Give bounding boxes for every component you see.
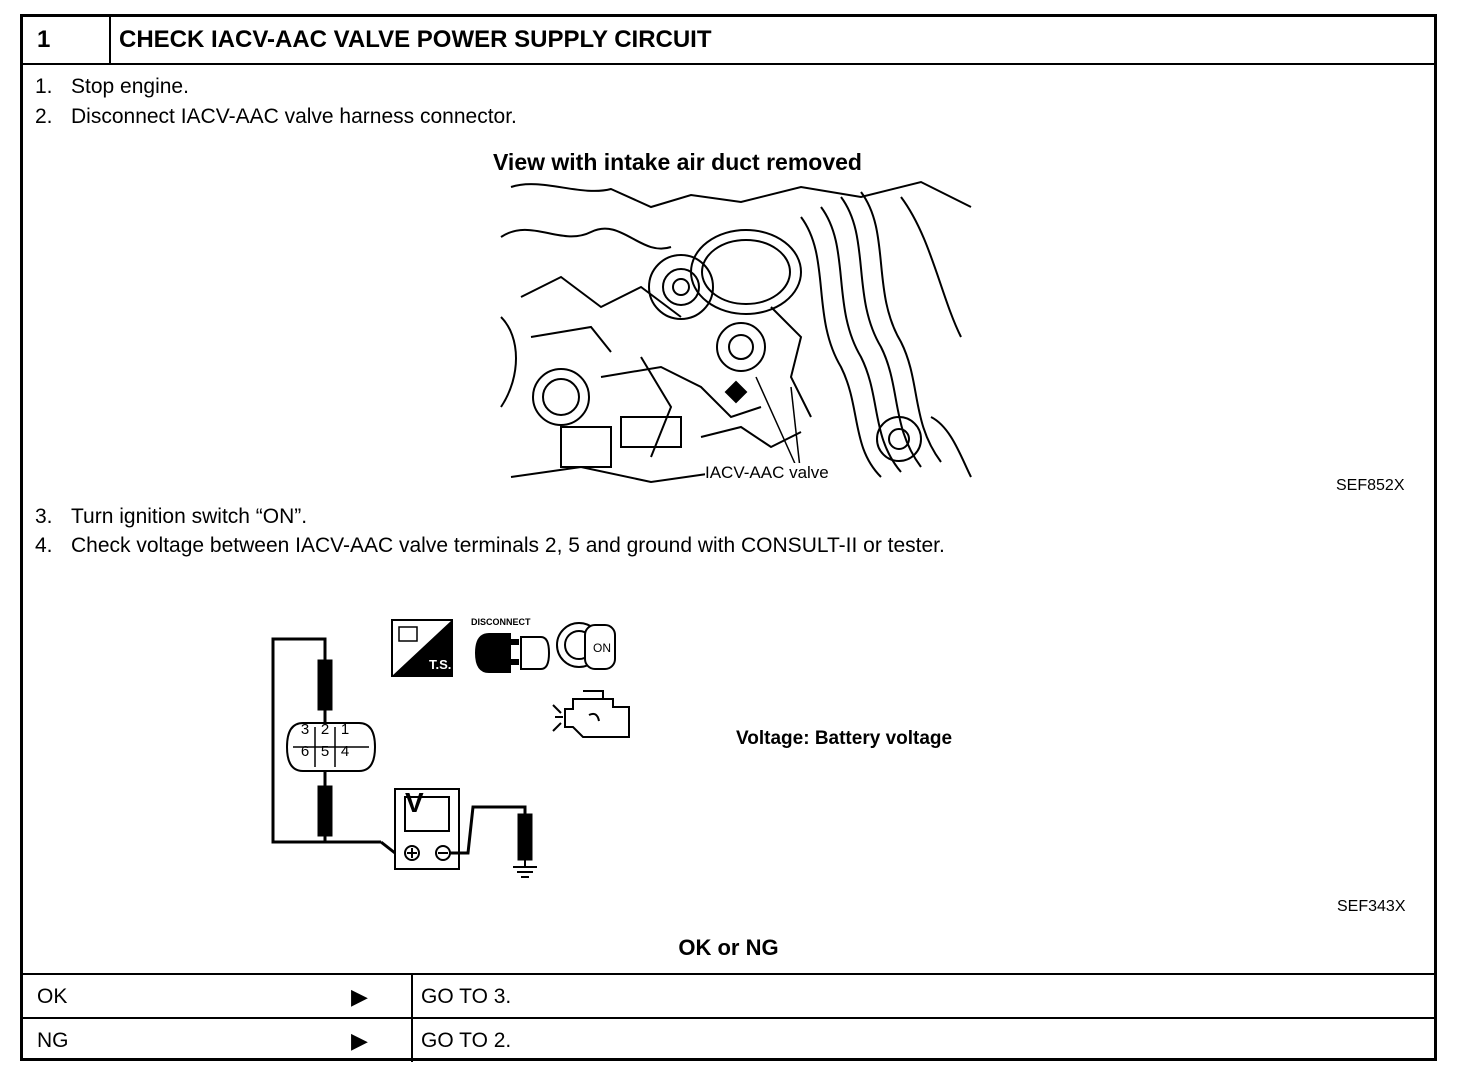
step-index: 1. <box>35 75 53 98</box>
step-text: Check voltage between IACV-AAC valve ter… <box>71 534 945 557</box>
terminal-row-bottom: 6 5 4 <box>295 743 355 760</box>
instruction-step: 1. Stop engine. <box>35 75 189 99</box>
step-index: 2. <box>35 105 53 128</box>
terminal-label: 5 <box>320 743 330 760</box>
result-action: GO TO 2. <box>421 1029 512 1052</box>
instruction-step: 3. Turn ignition switch “ON”. <box>35 505 307 529</box>
step-number: 1 <box>23 17 111 63</box>
terminal-label: 3 <box>300 721 310 738</box>
terminal-label: 6 <box>300 743 310 760</box>
procedure-header: 1 CHECK IACV-AAC VALVE POWER SUPPLY CIRC… <box>23 17 1434 65</box>
voltage-check-diagram <box>271 637 537 878</box>
procedure-frame: 1 CHECK IACV-AAC VALVE POWER SUPPLY CIRC… <box>20 14 1437 1062</box>
terminal-label: 2 <box>320 721 330 738</box>
procedure-title: CHECK IACV-AAC VALVE POWER SUPPLY CIRCUI… <box>119 26 712 53</box>
instruction-step: 4. Check voltage between IACV-AAC valve t… <box>35 534 945 558</box>
step-index: 3. <box>35 505 53 528</box>
step-text: Turn ignition switch “ON”. <box>71 505 308 528</box>
result-row: OK ▶ GO TO 3. <box>23 973 1434 1018</box>
disconnect-icon <box>475 633 551 673</box>
result-heading: OK or NG <box>678 935 779 960</box>
terminal-label: 1 <box>340 721 350 738</box>
column-divider <box>411 1019 413 1062</box>
figure-code: SEF852X <box>1336 477 1405 494</box>
figure-code: SEF343X <box>1337 898 1406 915</box>
terminal-row-top: 3 2 1 <box>295 721 355 738</box>
column-divider <box>411 975 413 1018</box>
test-switch-icon <box>391 619 453 677</box>
ignition-key-icon <box>556 622 616 670</box>
disconnect-label: DISCONNECT <box>471 617 531 627</box>
result-action: GO TO 3. <box>421 985 512 1008</box>
voltage-spec: Voltage: Battery voltage <box>736 728 953 749</box>
component-callout: IACV-AAC valve <box>705 463 829 483</box>
result-condition: NG <box>37 1029 69 1052</box>
engine-icon <box>552 690 630 738</box>
result-row: NG ▶ GO TO 2. <box>23 1017 1434 1062</box>
instruction-step: 2. Disconnect IACV-AAC valve harness conn… <box>35 105 517 129</box>
terminal-label: 4 <box>340 743 350 760</box>
result-condition: OK <box>37 985 68 1008</box>
arrow-right-icon: ▶ <box>351 984 368 1009</box>
arrow-right-icon: ▶ <box>351 1028 368 1053</box>
test-switch-label: T.S. <box>429 657 452 672</box>
step-text: Disconnect IACV-AAC valve harness connec… <box>71 105 517 128</box>
step-index: 4. <box>35 534 53 557</box>
figure-caption: View with intake air duct removed <box>493 149 862 175</box>
voltmeter-label: V <box>405 787 424 818</box>
ignition-key-label: ON <box>593 641 611 655</box>
step-text: Stop engine. <box>71 75 189 98</box>
engine-bay-illustration <box>500 180 972 484</box>
